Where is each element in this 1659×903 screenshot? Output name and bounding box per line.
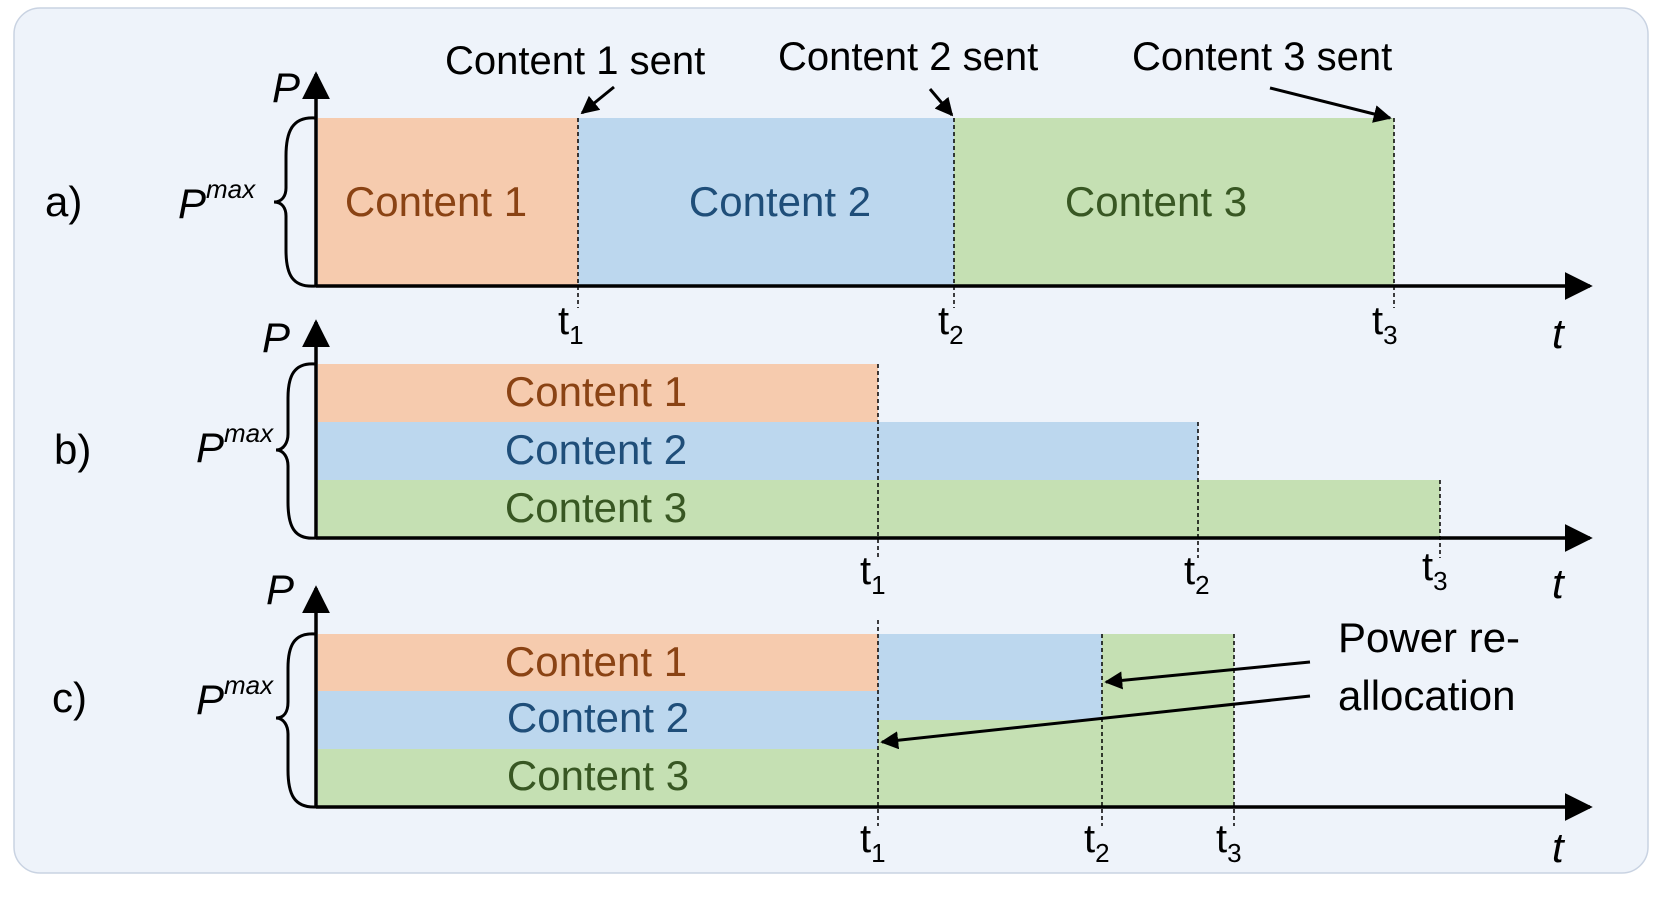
panel-a-content3-sent-arrow — [1269, 86, 1392, 123]
panel-c-content3-block — [318, 749, 878, 807]
panel-c-content3-label: Content 3 — [507, 752, 689, 799]
panel-a-t2-label: t2 — [938, 299, 964, 350]
panel-a-content2-label: Content 2 — [689, 178, 871, 225]
panel-b-content2-label: Content 2 — [505, 426, 687, 473]
panel-c-content3-final-block — [1102, 634, 1234, 807]
panel-b-pmax-label: Pmax — [196, 418, 274, 471]
panel-c-reallocation-label-line2: allocation — [1338, 672, 1515, 719]
panel-a-pmax-label: Pmax — [178, 174, 256, 227]
panel-c: Content 1 Content 2 Content 3 P Pmax c) … — [52, 566, 1593, 871]
panel-a-content2-sent-label: Content 2 sent — [778, 35, 1038, 79]
panel-a-t3-label: t3 — [1372, 299, 1398, 350]
panel-b-label: b) — [54, 426, 91, 473]
panel-c-power-axis-label: P — [266, 566, 294, 613]
panel-a-t1-label: t1 — [558, 299, 584, 350]
panel-a: Content 1 Content 2 Content 3 P Pmax a) … — [45, 35, 1593, 357]
panel-b-time-axis-label: t — [1552, 560, 1566, 607]
panel-c-content1-block — [318, 634, 878, 691]
panel-a-content1-sent-label: Content 1 sent — [445, 39, 705, 83]
panel-c-reallocation-arrow-lower — [880, 694, 1311, 750]
panel-a-content3-block — [954, 118, 1394, 286]
panel-c-content2-label: Content 2 — [507, 694, 689, 741]
panel-c-content2-block — [318, 691, 878, 749]
panel-b-t3-label: t3 — [1422, 545, 1448, 596]
panel-c-content1-label: Content 1 — [505, 638, 687, 685]
panel-a-content1-label: Content 1 — [345, 178, 527, 225]
panel-b-t1-label: t1 — [860, 549, 886, 600]
panel-c-pmax-label: Pmax — [196, 670, 274, 723]
panel-a-time-axis-label: t — [1552, 310, 1566, 357]
panel-c-t3-label: t3 — [1216, 817, 1242, 868]
panel-b-t2-label: t2 — [1184, 549, 1210, 600]
panel-b-content1-label: Content 1 — [505, 368, 687, 415]
panel-c-reallocation-label-line1: Power re- — [1338, 614, 1520, 661]
panel-b-content2-block — [318, 422, 1198, 480]
panel-b: Content 1 Content 2 Content 3 P Pmax b) … — [54, 314, 1593, 607]
panel-c-pmax-brace — [275, 632, 317, 809]
panel-b-content1-block — [318, 364, 878, 422]
panel-c-label: c) — [52, 674, 87, 721]
panel-c-t2-label: t2 — [1084, 817, 1110, 868]
panel-c-t1-label: t1 — [860, 817, 886, 868]
panel-a-power-axis-label: P — [272, 64, 300, 111]
panel-b-pmax-brace — [275, 362, 317, 540]
panel-a-content2-sent-arrow — [928, 88, 954, 117]
panel-a-content2-block — [578, 118, 954, 286]
panel-a-content3-label: Content 3 — [1065, 178, 1247, 225]
panel-c-reallocation-arrow-upper — [1104, 660, 1311, 690]
panel-a-content1-block — [318, 118, 578, 286]
panel-c-time-axis-label: t — [1552, 824, 1566, 871]
panel-a-content3-sent-label: Content 3 sent — [1132, 35, 1392, 79]
panel-a-pmax-brace — [273, 116, 317, 288]
panel-c-content2-expanded-block — [878, 634, 1102, 720]
panel-b-content3-label: Content 3 — [505, 484, 687, 531]
panel-b-content3-block — [318, 480, 1440, 538]
panel-c-content3-expanded-block — [878, 720, 1102, 807]
panel-a-content1-sent-arrow — [580, 85, 615, 115]
panel-b-power-axis-label: P — [262, 314, 290, 361]
panel-a-label: a) — [45, 178, 82, 225]
